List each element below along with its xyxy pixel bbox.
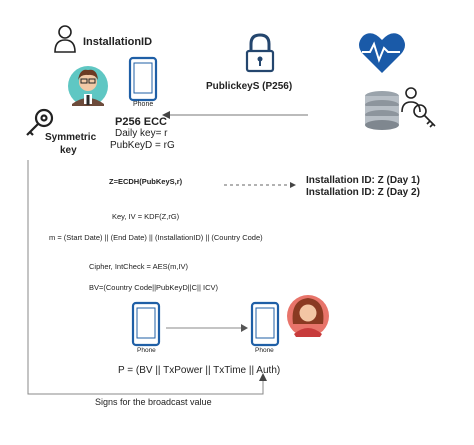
smartphone-icon-bottom-right — [250, 301, 280, 347]
heart-pulse-icon — [359, 33, 405, 73]
bv-label: BV=(Country Code||PubKeyD||C|| ICV) — [89, 283, 219, 292]
install-id-day1-label: Installation ID: Z (Day 1) — [306, 175, 420, 186]
smartphone-icon-top — [128, 56, 158, 102]
smartphone-icon-bottom-left — [131, 301, 161, 347]
database-stack-icon — [365, 91, 399, 130]
key-icon — [26, 108, 54, 136]
ecdh-arrowhead-right — [290, 182, 296, 188]
phone-top-label: Phone — [133, 101, 154, 108]
kdf-label: Key, IV = KDF(Z,rG) — [112, 212, 180, 221]
broadcast-loop-arrowhead — [259, 373, 267, 381]
broadcast-loop-line — [27, 160, 264, 395]
padlock-icon — [245, 33, 275, 73]
symmetric-label: Symmetric — [45, 132, 97, 143]
phone-bottom-right-label: Phone — [255, 347, 274, 354]
phone-to-phone-arrowhead — [241, 324, 248, 332]
developer-avatar-icon — [68, 66, 108, 106]
publickey-arrowhead — [162, 111, 170, 119]
p256-ecc-label: P256 ECC — [115, 116, 167, 128]
publickey-s-label: PublickeyS (P256) — [206, 81, 293, 92]
z-ecdh-label: Z=ECDH(PubKeyS,r) — [109, 177, 183, 186]
p-formula-label: P = (BV || TxPower || TxTime || Auth) — [118, 365, 281, 376]
m-formula-label: m = (Start Date) || (End Date) || (Insta… — [49, 233, 263, 242]
key-label: key — [60, 145, 77, 156]
cipher-label: Cipher, IntCheck = AES(m,IV) — [89, 262, 188, 271]
installation-id-label: InstallationID — [83, 36, 153, 48]
phone-bottom-left-label: Phone — [137, 347, 156, 354]
person-outline-icon — [54, 25, 76, 53]
daily-key-label: Daily key= r — [115, 128, 168, 139]
person-key-icon — [401, 87, 436, 128]
woman-avatar-icon — [287, 295, 329, 337]
signs-label: Signs for the broadcast value — [95, 397, 212, 407]
pubkey-d-label: PubKeyD = rG — [110, 140, 175, 151]
install-id-day2-label: Installation ID: Z (Day 2) — [306, 187, 420, 198]
